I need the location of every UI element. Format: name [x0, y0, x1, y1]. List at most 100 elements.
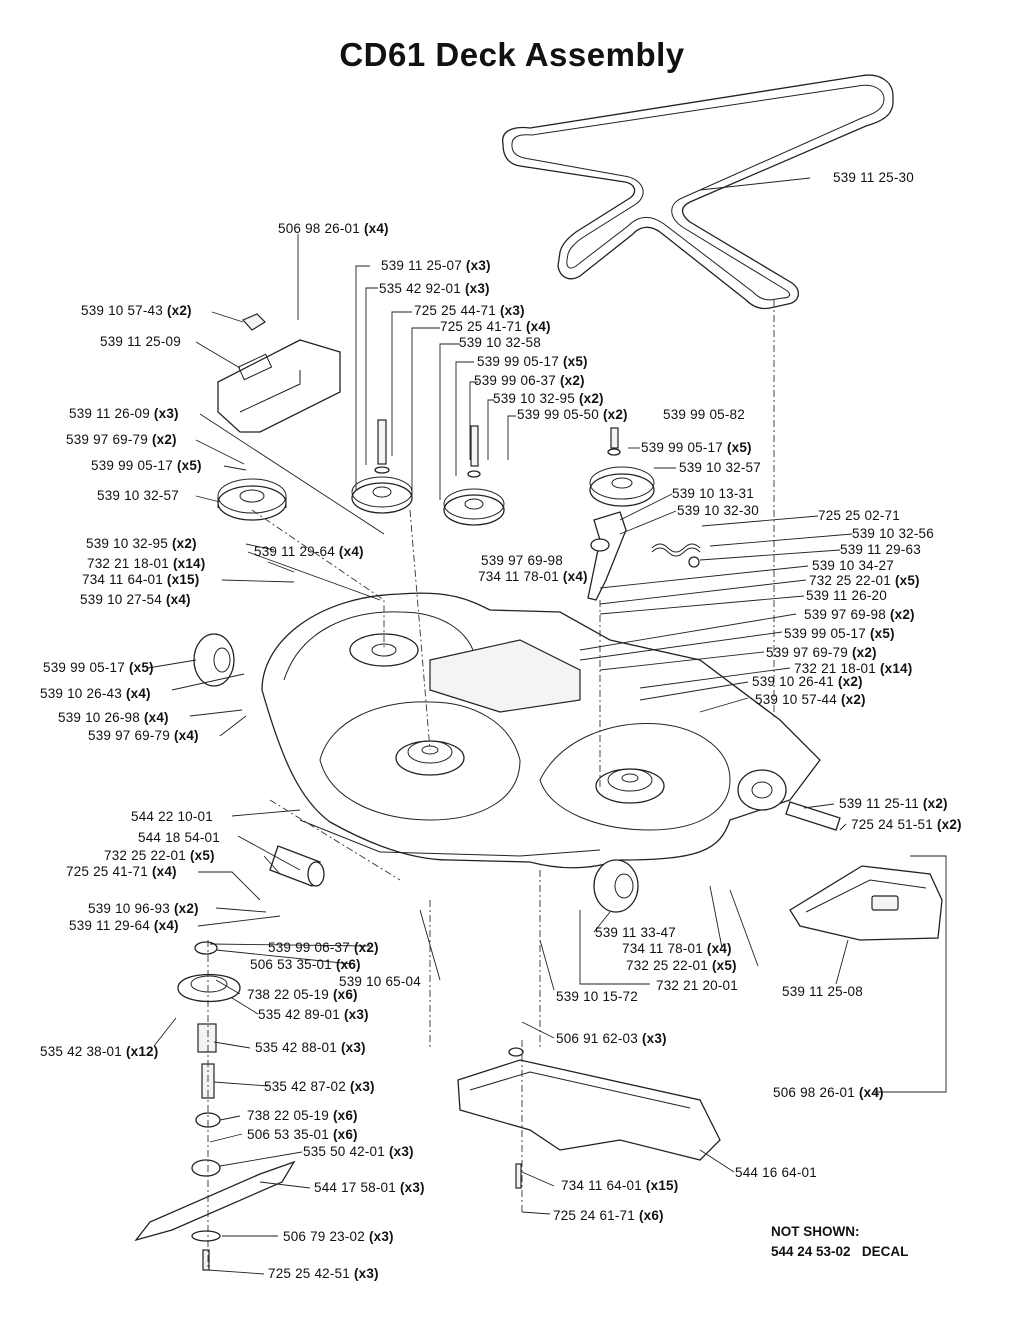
label-bushing-left: 539 10 32-95 (x2) [86, 536, 197, 551]
label-bolt-c: 539 99 05-50 (x2) [517, 407, 628, 422]
drive-belt [502, 74, 894, 310]
label-clip-mid: 539 10 57-44 (x2) [755, 692, 866, 707]
label-pulley-left: 539 10 32-57 [97, 488, 179, 503]
label-bolt-baffle: 725 24 61-71 (x6) [553, 1208, 664, 1223]
deck-spindle-right [595, 768, 665, 804]
label-pulley-arm: 539 10 32-30 [677, 503, 759, 518]
deck-spindle-center [395, 740, 465, 776]
label-nut-b: 725 25 41-71 (x4) [440, 319, 551, 334]
label-bolt-e: 539 10 34-27 [812, 558, 894, 573]
label-spacer-b: 539 99 06-37 (x2) [474, 373, 585, 388]
label-nut-roller: 725 25 41-71 (x4) [66, 864, 177, 879]
pulley-center-left [351, 419, 413, 514]
wheel-left [193, 633, 235, 687]
label-bearing-top: 506 53 35-01 (x6) [250, 957, 361, 972]
label-spring: 539 10 32-56 [852, 526, 934, 541]
pulley-center [443, 425, 505, 526]
label-bearing-low: 506 53 35-01 (x6) [247, 1127, 358, 1142]
label-blade-washer: 506 79 23-02 (x3) [283, 1229, 394, 1244]
label-screw-baffle: 734 11 64-01 (x15) [561, 1178, 679, 1193]
label-bolt-low: 539 10 65-04 [339, 974, 421, 989]
label-blade: 544 17 58-01 (x3) [314, 1180, 425, 1195]
label-pin-left: 539 97 69-79 (x2) [66, 432, 177, 447]
not-shown-note: NOT SHOWN: 544 24 53-02 DECAL [771, 1222, 908, 1262]
pulley-left [217, 478, 287, 521]
wheel-front [593, 859, 639, 913]
label-screw-front-c: 732 21 20-01 [656, 978, 738, 993]
roller [269, 845, 325, 887]
mower-blade [134, 1160, 296, 1271]
label-wheel-left: 539 10 26-43 (x4) [40, 686, 151, 701]
wheel-right [737, 769, 787, 811]
label-bolt-axle-right: 725 24 51-51 (x2) [851, 817, 962, 832]
spindle-stack [177, 941, 241, 1177]
label-nut-spring: 539 11 29-63 [840, 542, 921, 557]
label-bolt-cover-right: 506 98 26-01 (x4) [773, 1085, 884, 1100]
label-clip-top: 539 10 57-43 (x2) [81, 303, 192, 318]
label-washer-a: 535 42 92-01 (x3) [379, 281, 490, 296]
label-bolt-spring: 725 25 02-71 [818, 508, 900, 523]
label-arm-right: 539 10 13-31 [672, 486, 754, 501]
label-wheel-front: 539 11 33-47 [595, 925, 676, 940]
right-belt-cover [789, 865, 943, 941]
label-cover-left: 539 11 25-09 [100, 334, 181, 349]
label-housing: 535 42 89-01 (x3) [258, 1007, 369, 1022]
label-washer-left: 539 99 05-17 (x5) [91, 458, 202, 473]
pulley-right [589, 427, 655, 507]
diagram-title: CD61 Deck Assembly [339, 36, 685, 73]
assembly-center-lines [207, 300, 775, 1270]
label-pin-mid-b: 539 97 69-79 (x2) [766, 645, 877, 660]
label-hub: 535 50 42-01 (x3) [303, 1144, 414, 1159]
label-bearing-b: 738 22 05-19 (x6) [247, 1108, 358, 1123]
mower-deck [261, 592, 821, 869]
label-screw-d: 732 25 22-01 (x5) [809, 573, 920, 588]
label-screw-mid: 732 21 18-01 (x14) [794, 661, 913, 676]
label-pulley-bolt: 539 11 25-07 (x3) [381, 258, 491, 273]
label-bolt-top-cover: 506 98 26-01 (x4) [278, 221, 389, 236]
label-roller: 544 18 54-01 [138, 830, 220, 845]
label-bracket-mid: 539 11 26-20 [806, 588, 887, 603]
label-axle-right: 539 11 25-11 (x2) [839, 796, 948, 811]
label-washer-right: 539 99 05-17 (x5) [641, 440, 752, 455]
label-cover-right: 539 11 25-08 [782, 984, 863, 999]
not-shown-item: 544 24 53-02 DECAL [771, 1244, 909, 1259]
label-screw-a: 732 21 18-01 (x14) [87, 556, 206, 571]
label-spacer-low: 539 99 06-37 (x2) [268, 940, 379, 955]
label-screw-front: 734 11 78-01 (x4) [622, 941, 732, 956]
label-pin-wheel: 539 97 69-79 (x4) [88, 728, 199, 743]
label-nut-baffle: 506 91 62-03 (x3) [556, 1031, 667, 1046]
label-washer-wheel: 539 99 05-17 (x5) [43, 660, 154, 675]
label-bearing-a: 738 22 05-19 (x6) [247, 987, 358, 1002]
label-screw-housing: 535 42 38-01 (x12) [40, 1044, 159, 1059]
label-nut-c: 539 11 29-64 (x4) [254, 544, 364, 559]
label-bolt-d: 539 99 05-82 [663, 407, 745, 422]
label-screw-front-b: 732 25 22-01 (x5) [626, 958, 737, 973]
label-bushing-wheel: 539 10 26-41 (x2) [752, 674, 863, 689]
label-shaft: 535 42 87-02 (x3) [264, 1079, 375, 1094]
label-washer-b: 539 99 05-17 (x5) [477, 354, 588, 369]
label-pin-arm: 539 97 69-98 [481, 553, 563, 568]
label-screw-c: 734 11 78-01 (x4) [478, 569, 588, 584]
label-nut-chain: 539 11 29-64 (x4) [69, 918, 179, 933]
label-rod: 544 22 10-01 [131, 809, 213, 824]
label-pin-mid: 539 97 69-98 (x2) [804, 607, 915, 622]
deck-spindle-left [349, 633, 419, 667]
label-chain: 539 10 96-93 (x2) [88, 901, 199, 916]
not-shown-heading: NOT SHOWN: [771, 1224, 860, 1239]
label-screw-roller: 732 25 22-01 (x5) [104, 848, 215, 863]
leader-lines [147, 177, 947, 1275]
left-belt-cover [217, 313, 341, 433]
label-axle-left: 539 10 27-54 (x4) [80, 592, 191, 607]
label-bushing-a: 539 10 32-95 (x2) [493, 391, 604, 406]
label-nut-a: 725 25 44-71 (x3) [414, 303, 525, 318]
label-bracket-left: 539 11 26-09 (x3) [69, 406, 179, 421]
deck-baffle [457, 1047, 721, 1189]
right-axle [785, 801, 841, 831]
label-blade-bolt: 725 25 42-51 (x3) [268, 1266, 379, 1281]
label-baffle: 544 16 64-01 [735, 1165, 817, 1180]
label-shaft-pin: 539 10 15-72 [556, 989, 638, 1004]
label-pulley-idler: 539 10 32-58 [459, 335, 541, 350]
label-screw-b: 734 11 64-01 (x15) [82, 572, 200, 587]
